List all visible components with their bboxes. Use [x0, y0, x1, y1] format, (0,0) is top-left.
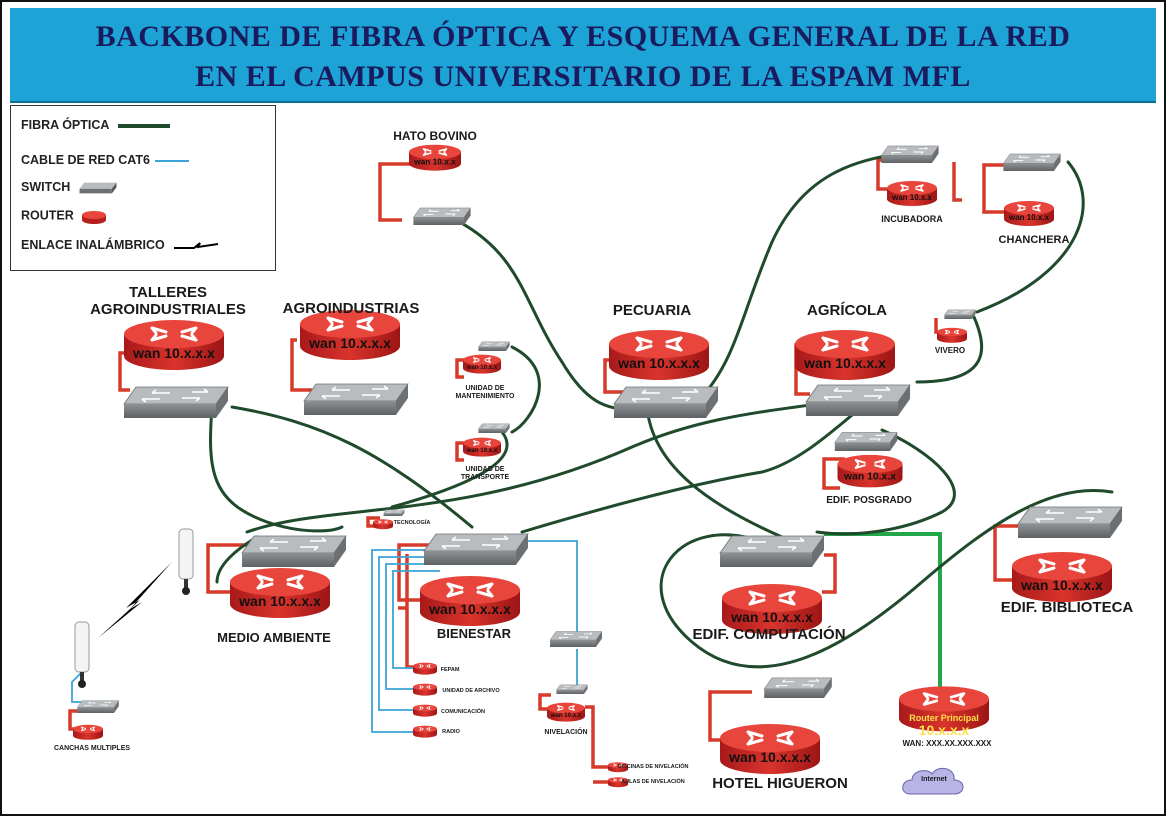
label-transporte-2: TRANSPORTE [460, 474, 510, 481]
wireless-link [98, 562, 172, 638]
legend-router-label: ROUTER [21, 208, 74, 223]
title-line-1: BACKBONE DE FIBRA ÓPTICA Y ESQUEMA GENER… [95, 20, 1071, 53]
fiber-links [209, 150, 1114, 669]
legend: FIBRA ÓPTICA CABLE DE RED CAT6 SWITCH RO… [10, 105, 276, 271]
label-chanchera: CHANCHERA [998, 234, 1070, 246]
label-comunicacion: COMUNICACIÓN [441, 709, 485, 715]
label-incubadora: INCUBADORA [881, 214, 943, 224]
legend-cat6-label: CABLE DE RED CAT6 [21, 153, 150, 167]
label-nivelacion: NIVELACIÓN [544, 729, 588, 736]
label-agricola: AGRÍCOLA [807, 302, 887, 319]
legend-switch-label: SWITCH [21, 180, 71, 194]
title-banner: BACKBONE DE FIBRA ÓPTICA Y ESQUEMA GENER… [10, 8, 1156, 103]
label-pecuaria: PECUARIA [612, 302, 692, 319]
label-mantenimiento-1: UNIDAD DE [465, 385, 505, 392]
label-router-principal-ip: 10.x.x.x [918, 722, 970, 738]
cat6-links [71, 540, 578, 733]
label-mantenimiento-2: MANTENIMIENTO [455, 393, 515, 400]
legend-switch: SWITCH [21, 180, 118, 195]
label-talleres-2: AGROINDUSTRIALES [90, 301, 246, 318]
switch-icon [79, 182, 117, 194]
label-canchas: CANCHAS MULTIPLES [53, 745, 131, 752]
cat6-line-icon [155, 159, 190, 162]
legend-cat6: CABLE DE RED CAT6 [21, 153, 190, 167]
fiber-line-icon [118, 123, 171, 128]
label-radio: RADIO [442, 729, 460, 735]
label-hato-bovino: HATO BOVINO [393, 129, 477, 143]
label-talleres-1: TALLERES [128, 284, 208, 301]
label-aulas-nivelacion: AULAS DE NIVELACIÓN [621, 779, 685, 785]
label-fepam: FEPAM [440, 667, 460, 673]
legend-wireless-label: ENLACE INALÁMBRICO [21, 238, 165, 252]
title-line-2: EN EL CAMPUS UNIVERSITARIO DE LA ESPAM M… [195, 60, 971, 93]
label-transporte-1: UNIDAD DE [465, 466, 505, 473]
label-archivo: UNIDAD DE ARCHIVO [442, 688, 500, 694]
router-icon [82, 211, 107, 224]
label-hotel-higueron: HOTEL HIGUERON [712, 775, 848, 792]
legend-fiber: FIBRA ÓPTICA [21, 118, 171, 132]
legend-wireless: ENLACE INALÁMBRICO [21, 238, 220, 253]
lightning-icon [174, 241, 219, 249]
label-bienestar: BIENESTAR [436, 626, 512, 641]
label-computacion: EDIF. COMPUTACIÓN [692, 626, 846, 643]
label-oficinas-nivelacion: OFICINAS DE NIVELACIÓN [617, 764, 689, 770]
label-medio-ambiente: MEDIO AMBIENTE [217, 630, 331, 645]
legend-fiber-label: FIBRA ÓPTICA [21, 118, 109, 132]
label-biblioteca: EDIF. BIBLIOTECA [1000, 599, 1134, 616]
label-tecnologia: TECNOLOGÍA [393, 520, 431, 526]
label-vivero: VIVERO [934, 346, 966, 355]
label-router-principal: Router Principal [909, 713, 979, 723]
legend-router: ROUTER [21, 208, 107, 224]
label-wan-principal: WAN: XXX.XX.XXX.XXX [902, 739, 992, 748]
label-agroindustrias: AGROINDUSTRIAS [282, 300, 420, 317]
label-internet: Internet [921, 776, 947, 783]
label-posgrado: EDIF. POSGRADO [826, 495, 912, 506]
